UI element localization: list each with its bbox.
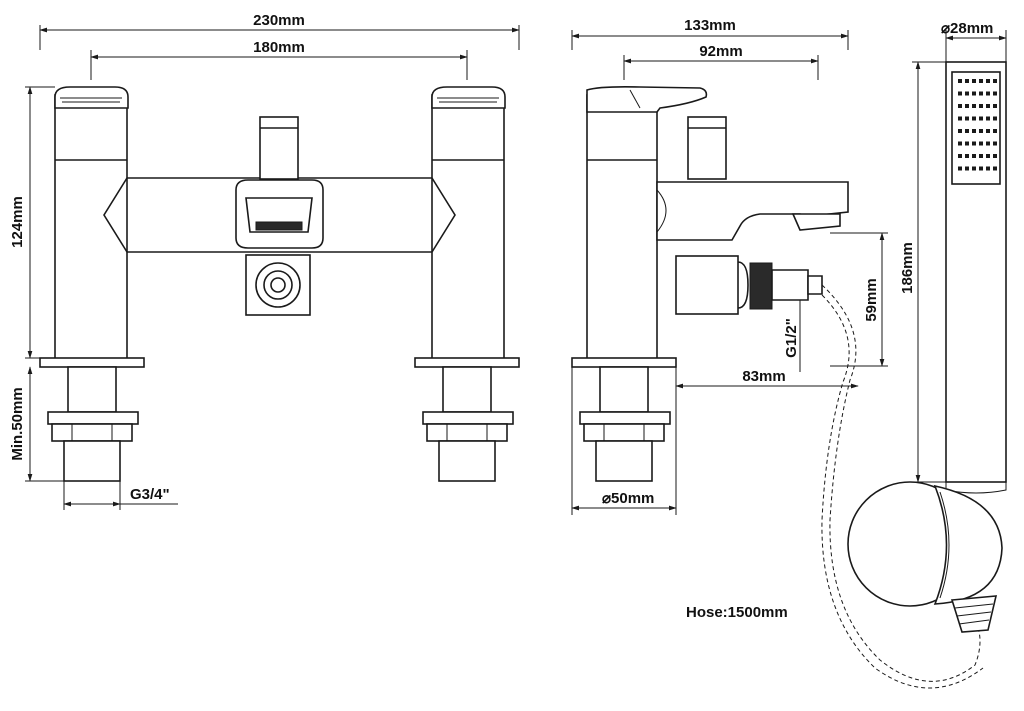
side-pillar: [586, 94, 658, 361]
spray-nozzle: [979, 166, 983, 171]
side-spout: [656, 181, 849, 241]
spray-nozzle: [958, 116, 962, 121]
spray-nozzle: [979, 154, 983, 158]
dim-height: 124mm: [9, 196, 26, 248]
spray-nozzles: [958, 79, 997, 171]
spray-nozzle: [958, 104, 962, 108]
spray-nozzle: [986, 79, 990, 83]
dim-inlet-thread: G3/4": [130, 486, 170, 503]
spray-nozzle: [958, 129, 962, 133]
dim-overall-width: 230mm: [253, 12, 305, 29]
dim-outlet-thread: G1/2": [783, 318, 800, 358]
spray-nozzle: [958, 79, 962, 83]
dim-spout-depth: 92mm: [699, 43, 742, 60]
spray-nozzle: [958, 141, 962, 146]
dim-centres: 180mm: [253, 39, 305, 56]
spray-nozzle: [979, 104, 983, 108]
diverter-knob: [259, 116, 299, 180]
spray-nozzle: [979, 129, 983, 133]
spray-nozzle: [986, 116, 990, 121]
spray-nozzle: [993, 129, 997, 133]
diverter-housing: [235, 179, 324, 249]
spray-nozzle: [993, 91, 997, 96]
dim-base-diameter: ⌀50mm: [602, 490, 654, 507]
spray-nozzle: [993, 116, 997, 121]
dim-depth: 133mm: [684, 17, 736, 34]
spray-nozzle: [965, 154, 969, 158]
spray-nozzle: [979, 79, 983, 83]
side-view: 133mm 92mm 59mm G1/2" 83mm ⌀50mm: [571, 17, 888, 515]
side-diverter-knob: [687, 116, 727, 180]
spray-nozzle: [986, 104, 990, 108]
spray-nozzle: [972, 166, 976, 171]
spray-nozzle: [979, 91, 983, 96]
right-base-plate: [414, 357, 520, 368]
spray-nozzle: [979, 116, 983, 121]
spray-nozzle: [958, 154, 962, 158]
spray-nozzle: [965, 79, 969, 83]
spray-nozzle: [965, 91, 969, 96]
spray-nozzle: [972, 104, 976, 108]
spray-nozzle: [986, 129, 990, 133]
spray-nozzle: [993, 141, 997, 146]
handset-spray-face: [951, 71, 1001, 185]
spray-nozzle: [972, 154, 976, 158]
shower-handset: ⌀28mm 186mm: [847, 20, 1007, 633]
hose-length-label: Hose:1500mm: [686, 604, 788, 621]
spray-nozzle: [986, 91, 990, 96]
spray-nozzle: [958, 166, 962, 171]
spray-nozzle: [986, 141, 990, 146]
dim-min-shank: Min.50mm: [9, 387, 26, 460]
spray-nozzle: [972, 116, 976, 121]
spray-nozzle: [993, 166, 997, 171]
spray-nozzle: [993, 154, 997, 158]
spray-nozzle: [986, 154, 990, 158]
side-base-plate: [571, 357, 677, 368]
spray-nozzle: [965, 141, 969, 146]
left-base-plate: [39, 357, 145, 368]
spray-nozzle: [993, 104, 997, 108]
spray-nozzle: [965, 166, 969, 171]
spray-nozzle: [972, 79, 976, 83]
side-outlet-block: [675, 255, 739, 315]
spray-nozzle: [993, 79, 997, 83]
spray-nozzle: [986, 166, 990, 171]
spray-nozzle: [972, 141, 976, 146]
dim-handset-length: 186mm: [899, 242, 916, 294]
front-view: 230mm 180mm 124mm Min.50mm G3/4": [9, 12, 520, 510]
side-lever: [586, 86, 708, 113]
spray-nozzle: [965, 116, 969, 121]
thread-connector: [749, 262, 773, 310]
hose-line-inner: [821, 294, 984, 689]
spray-nozzle: [972, 129, 976, 133]
spray-nozzle: [972, 91, 976, 96]
hose-line: [821, 284, 981, 682]
dim-outlet-projection: 83mm: [742, 368, 785, 385]
dim-handset-diameter: ⌀28mm: [941, 20, 993, 37]
spray-nozzle: [979, 141, 983, 146]
spray-nozzle: [958, 91, 962, 96]
spray-nozzle: [965, 104, 969, 108]
spray-nozzle: [965, 129, 969, 133]
dim-outlet-height: 59mm: [863, 278, 880, 321]
